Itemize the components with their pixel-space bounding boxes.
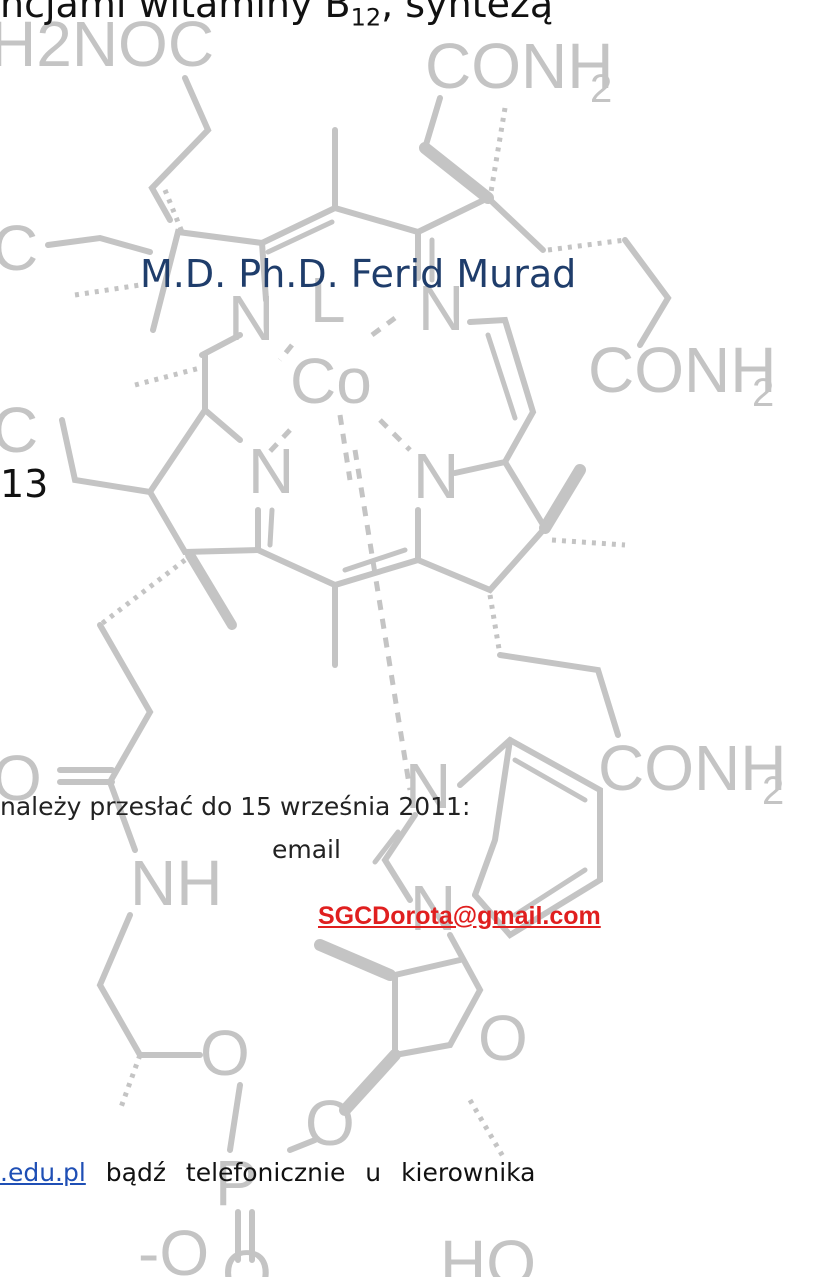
bond-wedge (339, 1049, 401, 1116)
footer-text: bądź telefonicznie u kierownika (105, 1158, 536, 1187)
bond-hash (487, 594, 503, 656)
bond (97, 622, 154, 785)
atom-p: P (215, 1147, 258, 1219)
bond-double (265, 219, 335, 255)
email-label: email (272, 835, 341, 864)
atom-o-1: O (200, 1017, 250, 1089)
atom-n-6: N (410, 872, 456, 944)
bond-double (342, 547, 408, 573)
atom-o-3: O (305, 1087, 355, 1159)
header-text: ncjami witaminy B (0, 0, 351, 26)
bond-hash (547, 237, 626, 253)
atom-h2noc: H2NOC (0, 8, 214, 80)
header-tail: , syntezą (381, 0, 554, 26)
bond-hash (134, 365, 201, 388)
atom-conh2-right: CONH (588, 334, 776, 406)
atom-n-3: N (248, 435, 294, 507)
number-fragment: 13 (0, 462, 49, 506)
atom-o-minus: -O (138, 1217, 209, 1277)
atom-sub: 2 (762, 769, 784, 813)
atom-c-lower: C (0, 394, 38, 466)
bond-wedge (539, 464, 586, 534)
bond (57, 767, 138, 853)
bond (255, 459, 549, 594)
footer-line: .edu.pl bądź telefonicznie u kierownika (0, 1158, 536, 1187)
bond (45, 234, 153, 255)
bond (148, 75, 212, 223)
bond (622, 237, 672, 348)
bond (332, 194, 546, 253)
bond-wedge (419, 142, 494, 204)
atom-o-4: O (222, 1237, 272, 1277)
atom-conh2-mid: CONH (598, 732, 786, 804)
bond-double (512, 757, 588, 918)
bond-double (485, 332, 518, 421)
bond-hash (551, 537, 626, 548)
bond-hash (487, 107, 508, 199)
bond-coordination (352, 449, 413, 791)
bond-double (372, 829, 401, 865)
bond (96, 912, 203, 1058)
bond (457, 736, 603, 939)
atom-co: Co (290, 345, 372, 417)
bond (259, 240, 269, 303)
bond-hash (74, 282, 141, 298)
footer-link[interactable]: .edu.pl (0, 1158, 86, 1187)
bond-hash (162, 189, 185, 233)
bond-hash (98, 558, 187, 627)
bond (146, 352, 261, 556)
bond-coordination (260, 315, 412, 481)
atom-n-5: N (405, 750, 451, 822)
atom-sub: 2 (752, 371, 774, 415)
bond-hash (467, 1098, 508, 1162)
bond-wedge (185, 550, 237, 630)
bond-wedge (314, 939, 396, 981)
speaker-name: M.D. Ph.D. Ferid Murad (140, 252, 577, 296)
bond-double (235, 1209, 255, 1263)
email-link[interactable]: SGCDorota@gmail.com (318, 902, 601, 930)
bond-double (267, 507, 275, 548)
bond (381, 812, 418, 903)
atom-o-2: O (478, 1002, 528, 1074)
header-subscript: 12 (350, 3, 382, 32)
atom-n-4: N (413, 440, 459, 512)
atom-n-2: N (418, 272, 464, 344)
bond (199, 316, 537, 476)
atom-l: L (310, 264, 346, 336)
atom-sub: 2 (590, 67, 612, 111)
header-fragment: ncjami witaminy B12, syntezą (0, 0, 553, 32)
bond-hash (117, 1054, 143, 1111)
bond (392, 932, 484, 1059)
bond (227, 1082, 318, 1153)
bond (472, 737, 513, 898)
bond (202, 407, 243, 443)
atom-conh2-top: CONH (425, 30, 613, 102)
atom-c-upper: C (0, 212, 38, 284)
deadline-text: należy przesłać do 15 września 2011: (0, 792, 471, 821)
atom-nh: NH (130, 847, 222, 919)
bond (59, 417, 153, 495)
atom-o-left: O (0, 742, 42, 814)
atom-n-1: N (228, 282, 274, 354)
atom-ho: HO (440, 1227, 536, 1277)
bond (497, 652, 621, 738)
